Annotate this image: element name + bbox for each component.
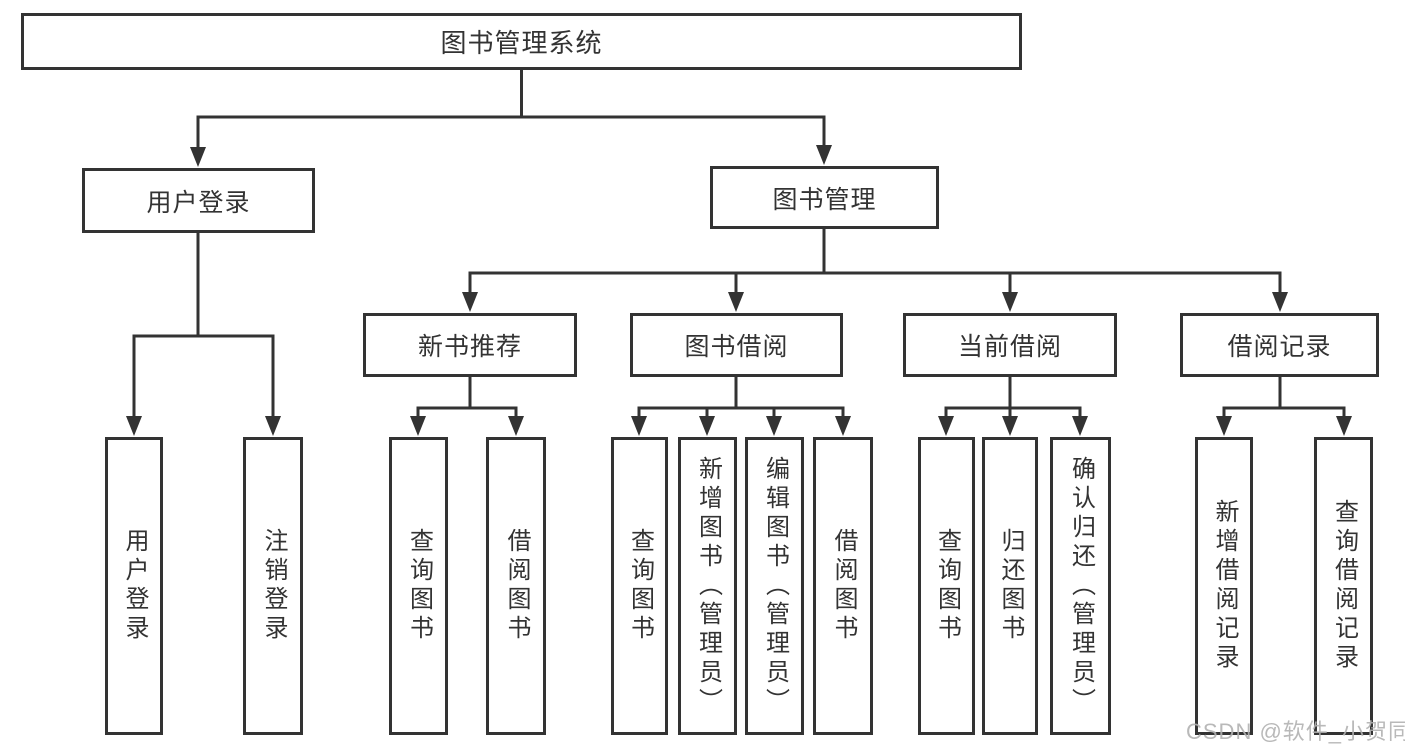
leaf-return-books: 归还图书 <box>982 437 1038 735</box>
arrowhead <box>1336 416 1352 436</box>
leaf-borrow-books-label: 借阅图书 <box>830 528 857 644</box>
leaf-logout-label: 注销登录 <box>260 528 287 644</box>
leaf-current-query-books-label: 查询图书 <box>933 528 961 644</box>
node-book-management: 图书管理 <box>710 166 939 229</box>
leaf-recommend-borrow-books-label: 借阅图书 <box>503 528 530 644</box>
leaf-return-books-label: 归还图书 <box>997 528 1024 644</box>
leaf-confirm-return-admin-label: 确认归还（管理员） <box>1067 455 1095 717</box>
tree-edges <box>132 68 1346 423</box>
leaf-recommend-query-books: 查询图书 <box>389 437 448 735</box>
arrowhead <box>1002 416 1018 436</box>
node-new-book-recommend-label: 新书推荐 <box>417 333 522 361</box>
arrowhead <box>728 292 744 312</box>
arrowhead <box>1072 416 1088 436</box>
node-current-borrowing-label: 当前借阅 <box>957 333 1062 361</box>
leaf-add-books-admin: 新增图书（管理员） <box>678 437 737 735</box>
node-new-book-recommend: 新书推荐 <box>363 313 577 377</box>
leaf-borrowing-query-books: 查询图书 <box>611 437 668 735</box>
leaf-borrow-books: 借阅图书 <box>813 437 873 735</box>
arrowhead <box>190 147 206 167</box>
node-book-management-label: 图书管理 <box>772 185 877 214</box>
node-user-login-label: 用户登录 <box>146 188 251 217</box>
node-book-borrowing: 图书借阅 <box>630 313 843 377</box>
leaf-current-query-books: 查询图书 <box>918 437 975 735</box>
arrowhead <box>631 416 647 436</box>
arrowhead <box>462 292 478 312</box>
leaf-logout: 注销登录 <box>243 437 303 735</box>
leaf-add-borrow-record: 新增借阅记录 <box>1195 437 1253 735</box>
arrowhead <box>410 416 426 436</box>
leaf-borrowing-query-books-label: 查询图书 <box>626 528 654 644</box>
node-library-management-system-label: 图书管理系统 <box>440 28 603 58</box>
arrowhead <box>835 416 851 436</box>
leaf-user-login-label: 用户登录 <box>121 528 148 644</box>
arrowhead <box>766 416 782 436</box>
leaf-user-login: 用户登录 <box>105 437 163 735</box>
arrowhead <box>508 416 524 436</box>
arrowhead <box>265 416 281 436</box>
leaf-add-borrow-record-label: 新增借阅记录 <box>1211 499 1238 673</box>
csdn-watermark: CSDN @软件_小贺同学 <box>1186 719 1405 744</box>
arrowhead <box>816 145 832 165</box>
arrowhead <box>1216 416 1232 436</box>
node-current-borrowing: 当前借阅 <box>903 313 1117 377</box>
arrowhead <box>938 416 954 436</box>
leaf-query-borrow-record-label: 查询借阅记录 <box>1330 499 1358 673</box>
leaf-edit-books-admin: 编辑图书（管理员） <box>745 437 804 735</box>
arrowhead <box>1002 292 1018 312</box>
node-user-login: 用户登录 <box>82 168 315 233</box>
arrowhead <box>1272 292 1288 312</box>
node-library-management-system: 图书管理系统 <box>21 13 1022 70</box>
node-book-borrowing-label: 图书借阅 <box>684 333 789 361</box>
arrowhead <box>126 416 142 436</box>
leaf-edit-books-admin-label: 编辑图书（管理员） <box>761 455 789 717</box>
node-borrowing-records-label: 借阅记录 <box>1227 333 1332 361</box>
arrowhead <box>699 416 715 436</box>
leaf-recommend-borrow-books: 借阅图书 <box>486 437 546 735</box>
leaf-recommend-query-books-label: 查询图书 <box>405 528 433 644</box>
node-borrowing-records: 借阅记录 <box>1180 313 1379 377</box>
leaf-add-books-admin-label: 新增图书（管理员） <box>694 455 722 717</box>
leaf-query-borrow-record: 查询借阅记录 <box>1314 437 1373 735</box>
leaf-confirm-return-admin: 确认归还（管理员） <box>1050 437 1111 735</box>
